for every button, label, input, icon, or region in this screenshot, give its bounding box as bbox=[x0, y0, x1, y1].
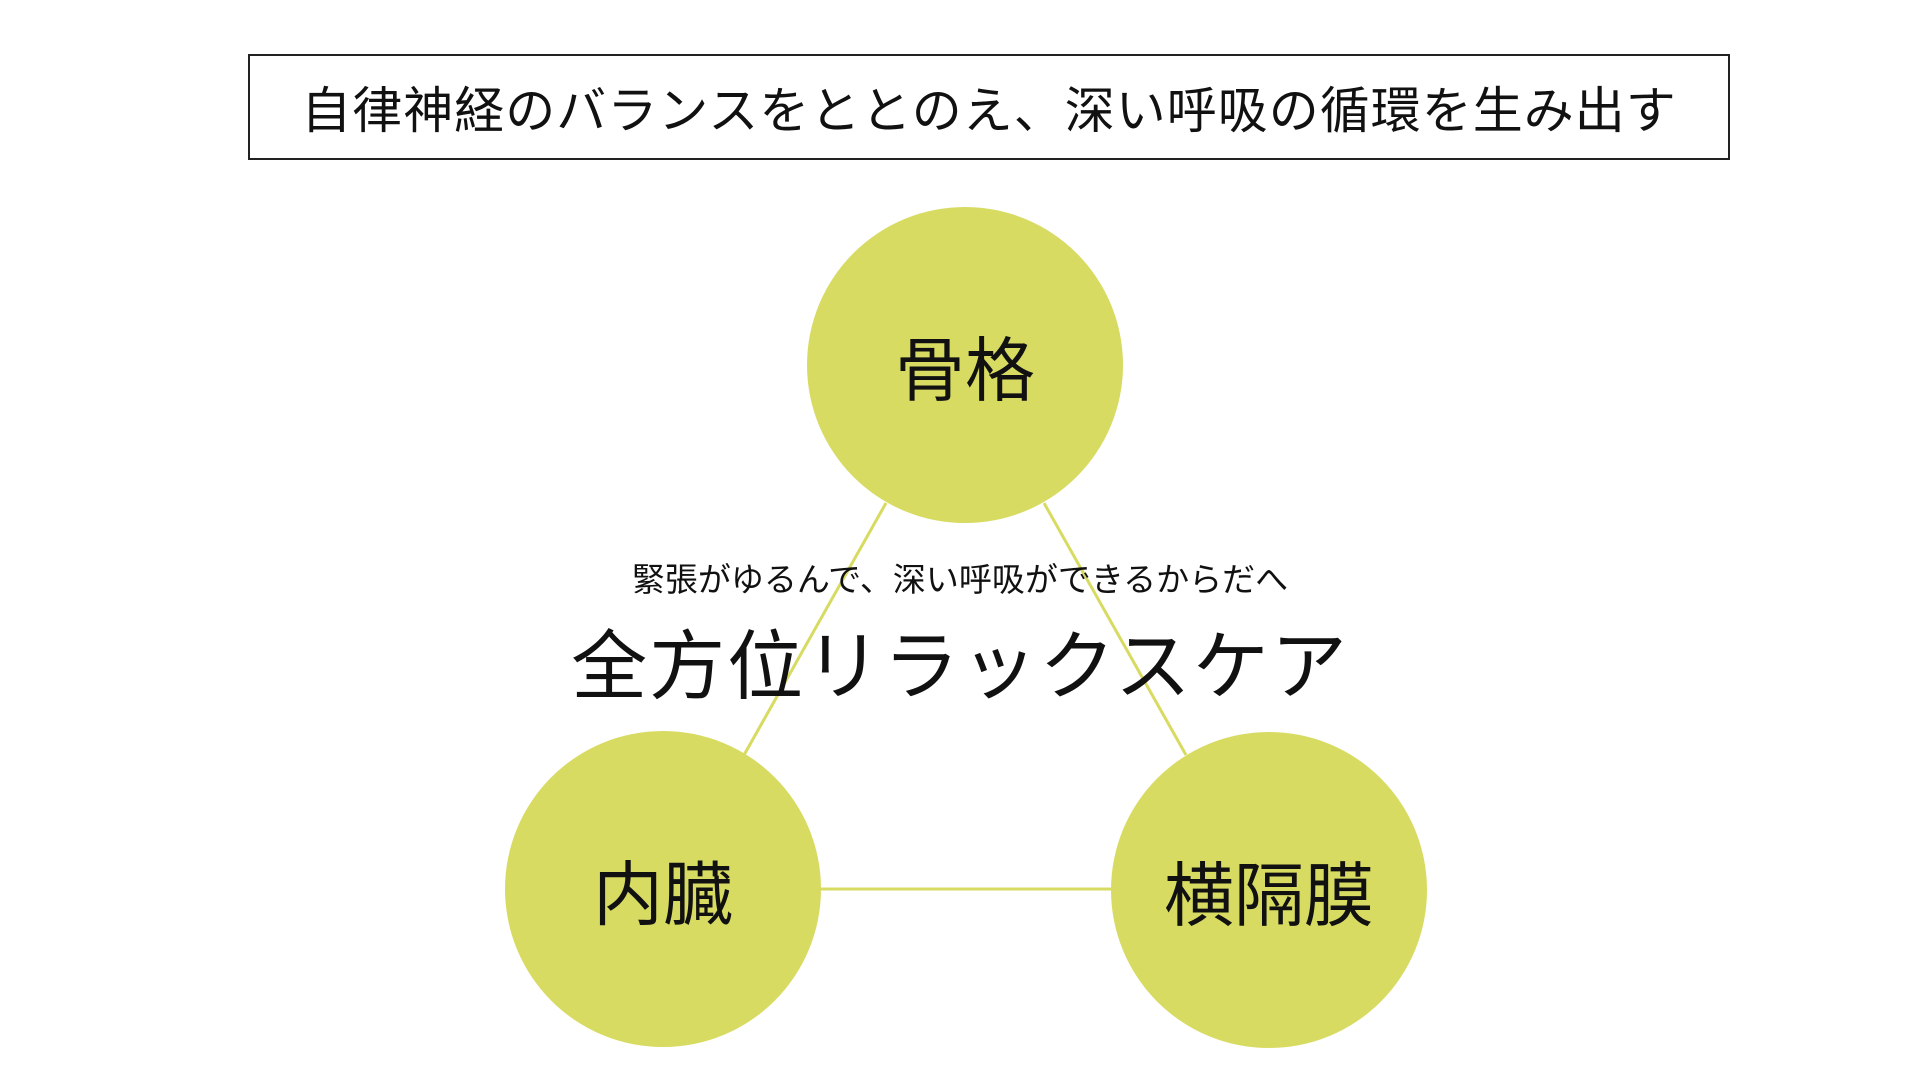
node-diaphragm: 横隔膜 bbox=[1111, 732, 1427, 1048]
node-skeleton: 骨格 bbox=[807, 207, 1123, 523]
page-title: 自律神経のバランスをととのえ、深い呼吸の循環を生み出す bbox=[301, 82, 1677, 140]
node-diaphragm-label: 横隔膜 bbox=[1164, 854, 1374, 937]
center-title: 全方位リラックスケア bbox=[571, 622, 1349, 711]
node-organs: 内臓 bbox=[505, 731, 821, 1047]
connector-top-right bbox=[1042, 502, 1188, 756]
connector-top-left bbox=[742, 502, 888, 756]
title-box: 自律神経のバランスをととのえ、深い呼吸の循環を生み出す bbox=[248, 54, 1730, 160]
node-organs-label: 内臓 bbox=[593, 853, 733, 936]
center-subtitle: 緊張がゆるんで、深い呼吸ができるからだへ bbox=[631, 560, 1289, 599]
node-skeleton-label: 骨格 bbox=[895, 329, 1035, 412]
